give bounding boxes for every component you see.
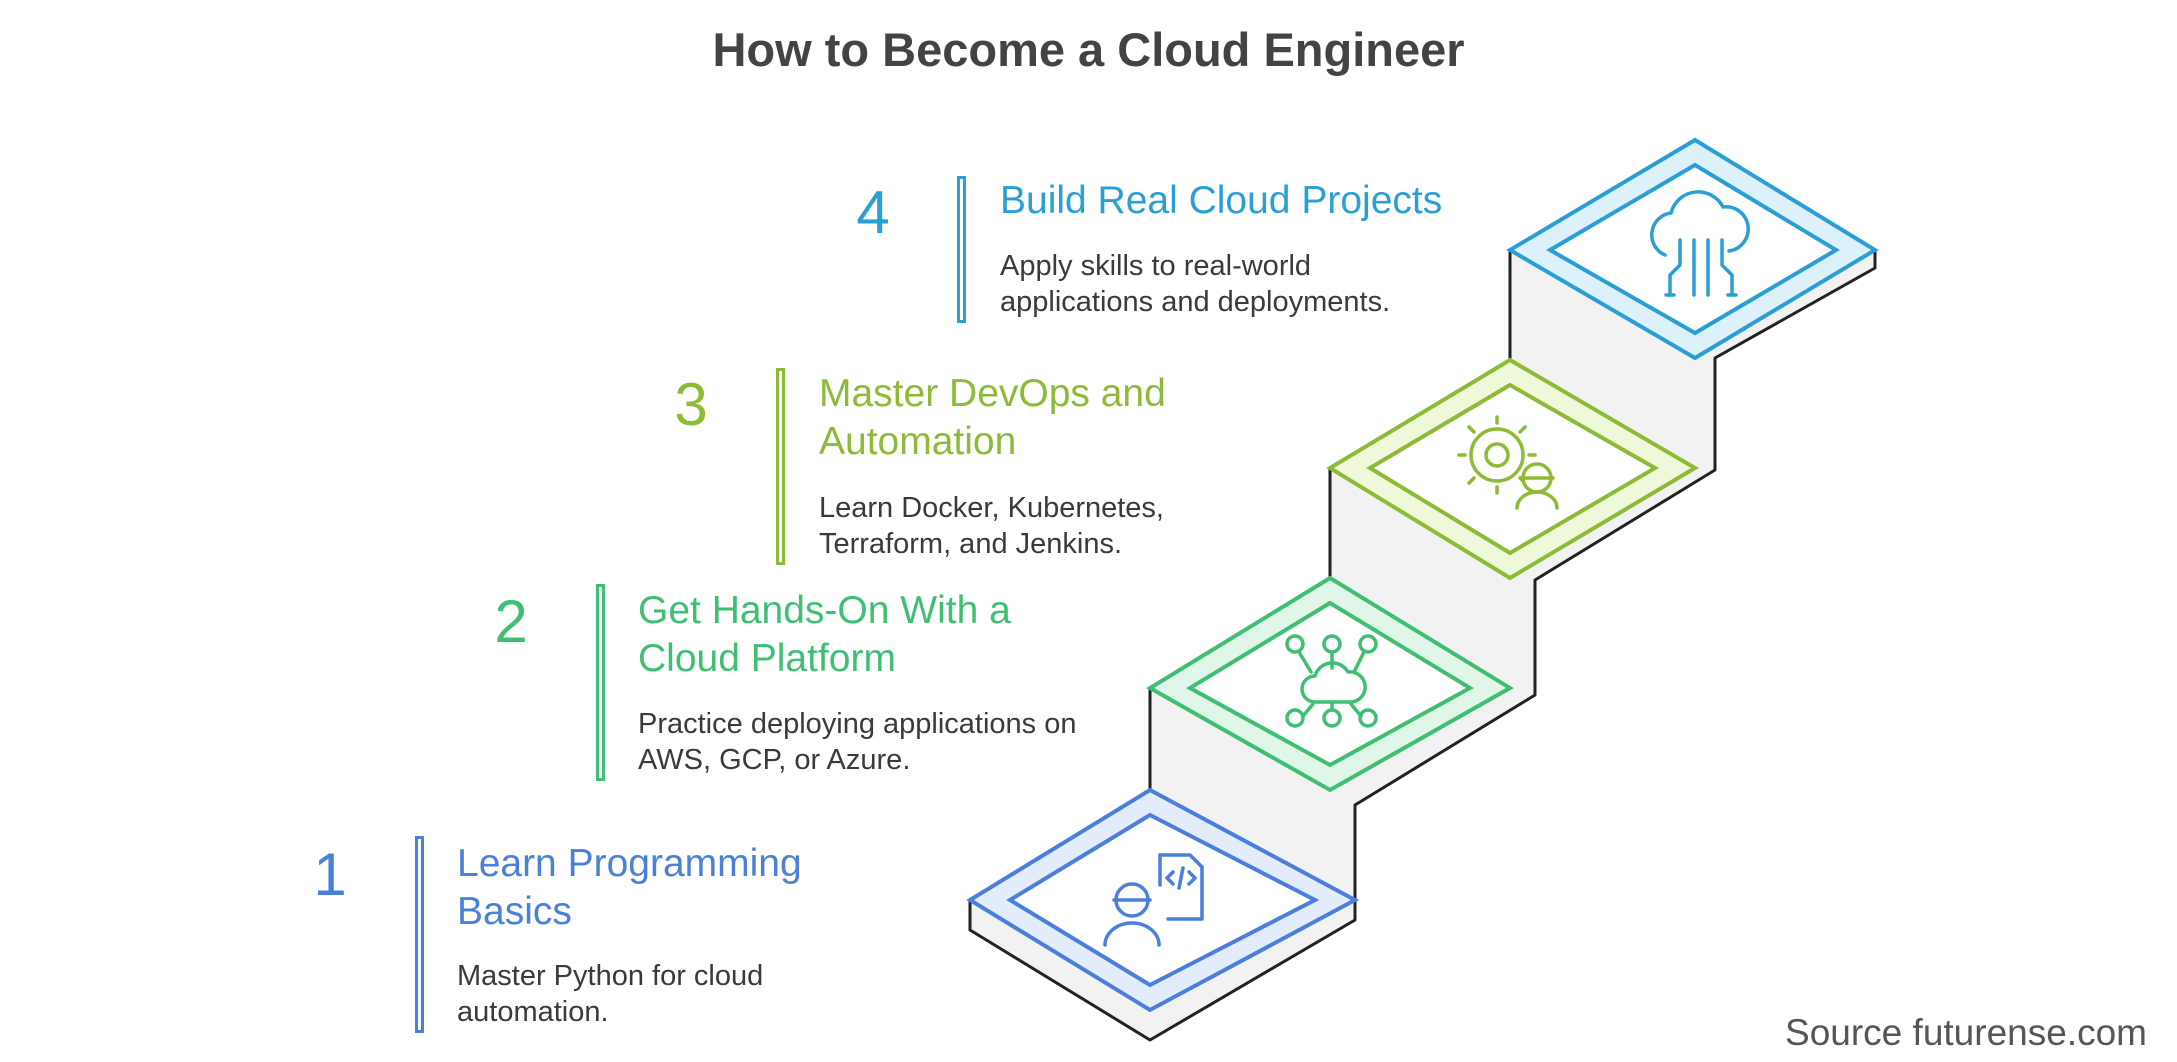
cloud-network-icon — [1285, 634, 1378, 728]
cloud-circuit-icon — [1650, 190, 1750, 297]
step-3-bar — [776, 368, 785, 565]
step-2-heading: Get Hands-On With a Cloud Platform — [638, 589, 1011, 680]
step-3-tile — [1326, 357, 1699, 581]
gear-engineer-icon — [1457, 415, 1559, 510]
step-3-number: 3 — [674, 371, 708, 438]
step-4-number: 4 — [856, 179, 890, 246]
page-title: How to Become a Cloud Engineer — [712, 23, 1465, 76]
step-1-number: 1 — [313, 841, 347, 908]
step-4-heading: Build Real Cloud Projects — [1000, 179, 1443, 222]
step-2-tile — [1146, 575, 1514, 793]
step-4-tile — [1506, 137, 1879, 361]
step-1-description: Master Python for cloud automation. — [457, 960, 764, 1028]
step-2-bar — [596, 584, 605, 781]
step-2-number: 2 — [494, 588, 528, 655]
step-3-heading: Master DevOps and Automation — [819, 372, 1166, 463]
step-1-tile — [966, 787, 1360, 1013]
step-1-heading: Learn Programming Basics — [457, 842, 802, 933]
developer-code-icon — [1103, 853, 1204, 947]
step-3-description: Learn Docker, Kubernetes, Terraform, and… — [819, 492, 1164, 560]
step-1-bar — [415, 836, 424, 1033]
step-2-description: Practice deploying applications on AWS, … — [638, 708, 1077, 776]
step-4-bar — [957, 176, 966, 323]
step-4-description: Apply skills to real-world applications … — [1000, 250, 1391, 318]
source-credit: Source futurense.com — [1785, 1012, 2147, 1053]
